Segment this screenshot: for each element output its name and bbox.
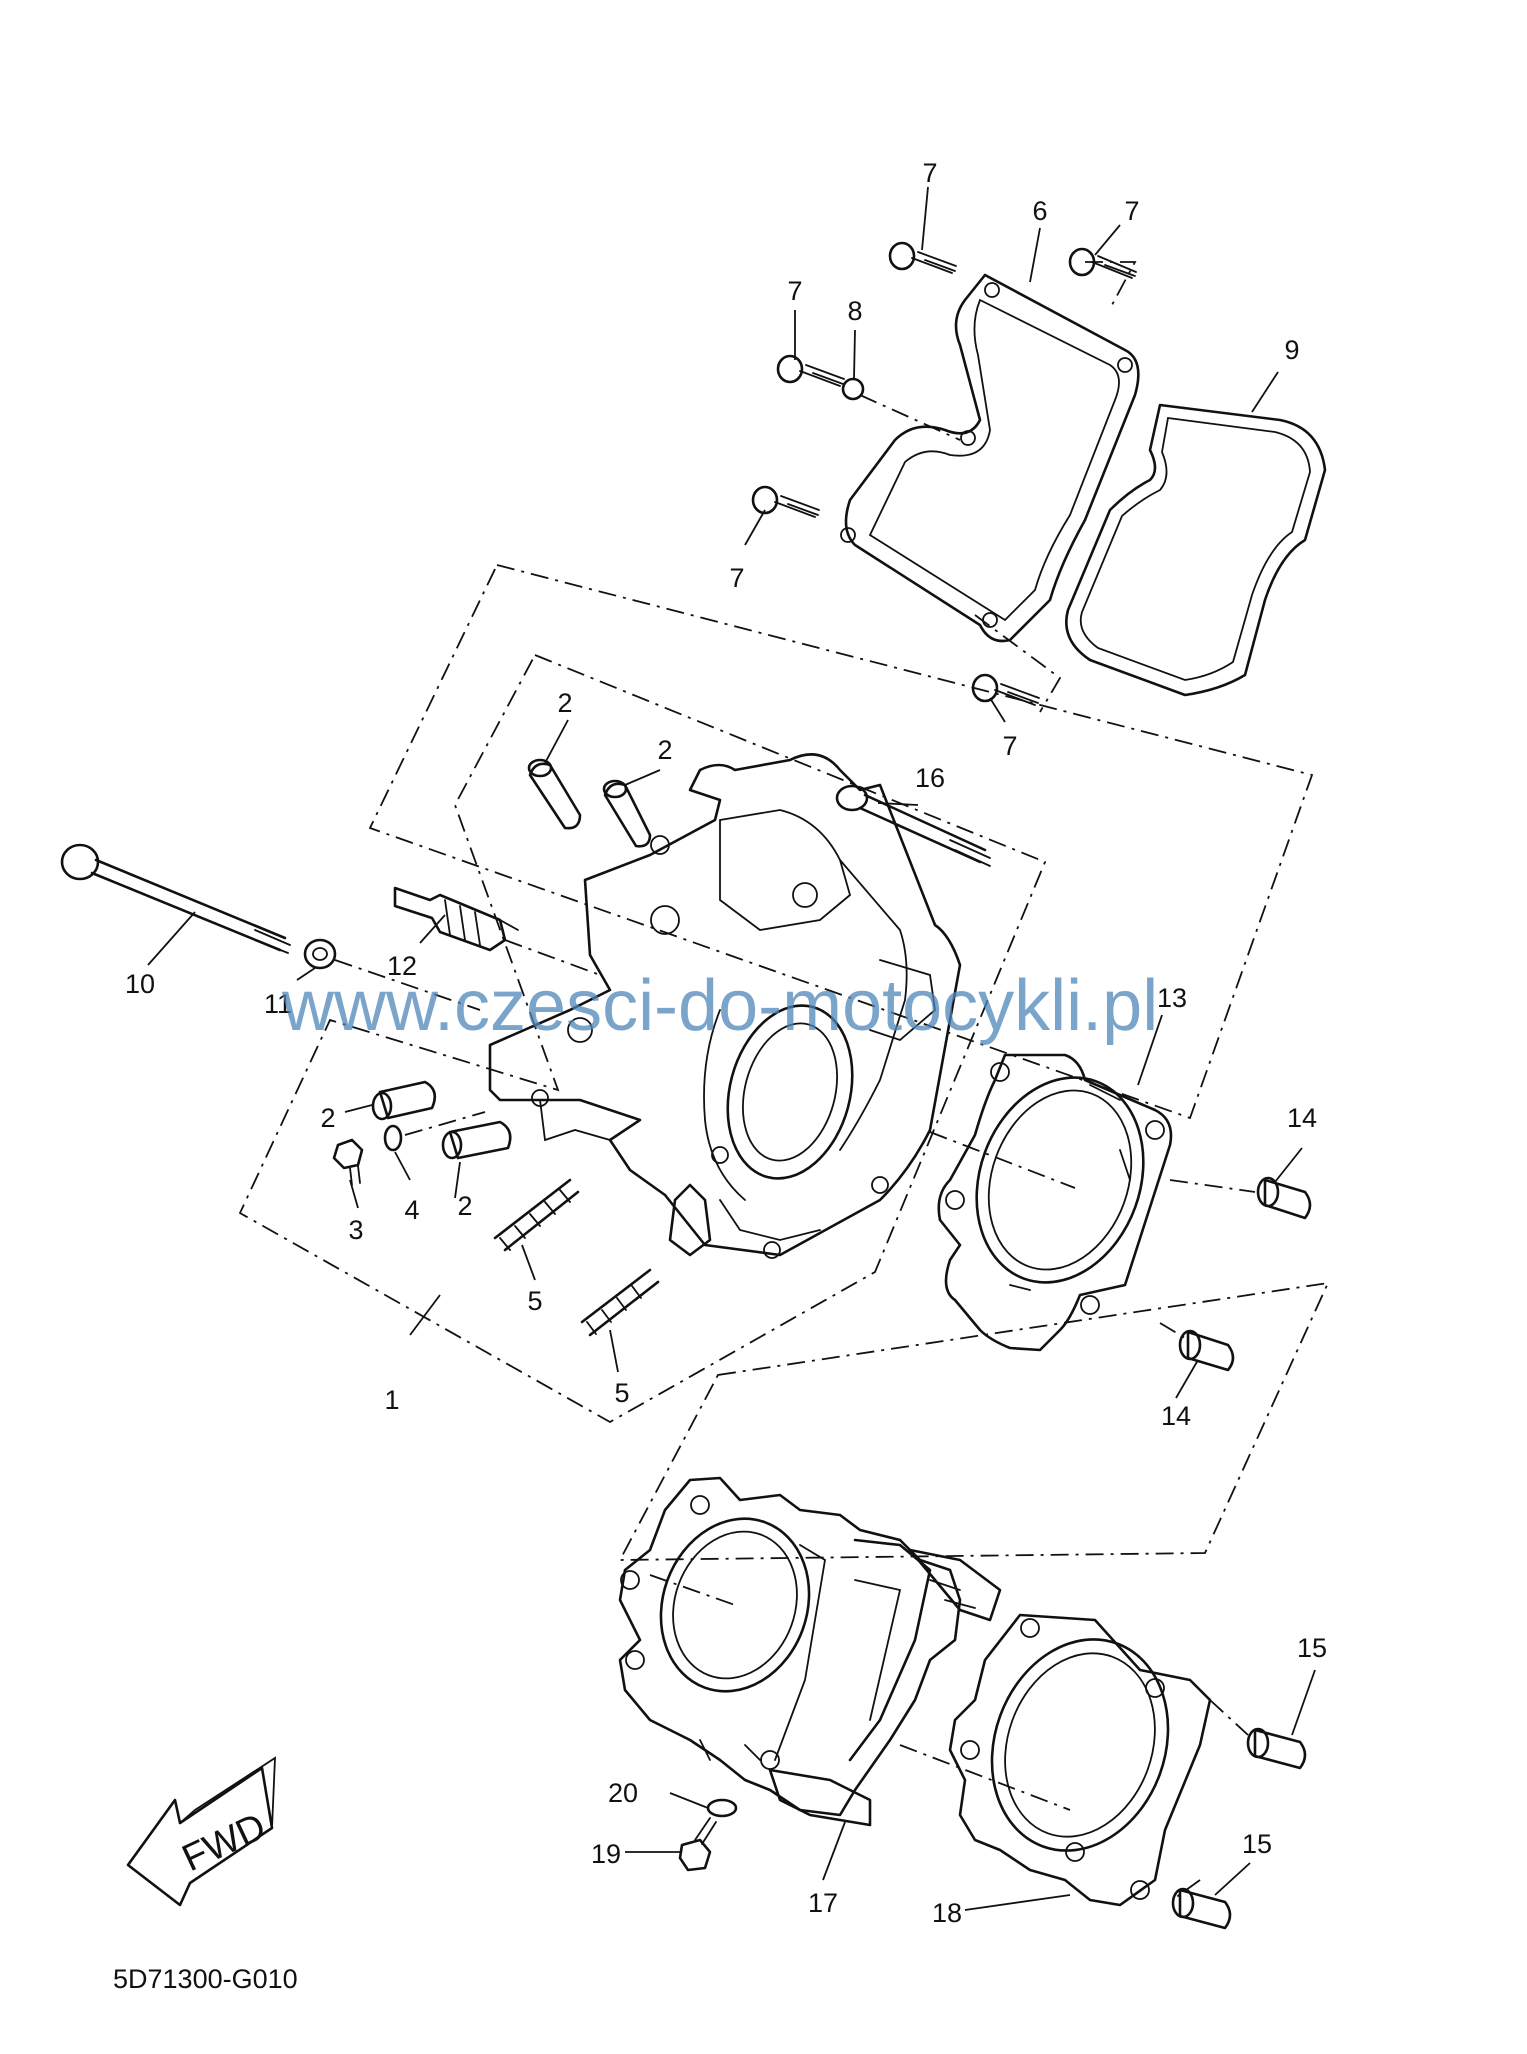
bolt-3 [332, 1138, 364, 1186]
bolt-7-bottom [971, 673, 1040, 706]
dowel-15-upper [1246, 1727, 1307, 1770]
cover-bolt-guide [974, 614, 1062, 713]
bolt-19 [678, 1817, 717, 1872]
bolt-10 [60, 843, 291, 954]
callout-14: 14 [1287, 1103, 1317, 1133]
callout-15: 15 [1297, 1633, 1327, 1663]
dowel-guide-2 [1159, 1322, 1186, 1339]
bolt-16 [835, 784, 991, 867]
callout-14: 14 [1161, 1401, 1191, 1431]
callout-7: 7 [922, 158, 937, 188]
callout-5: 5 [614, 1378, 629, 1408]
plug-guide [504, 939, 601, 976]
callout-2: 2 [657, 735, 672, 765]
stud-5-upper [493, 1178, 580, 1252]
callout-2: 2 [320, 1103, 335, 1133]
dowel-15-lower [1171, 1887, 1232, 1930]
bolt-7-left [776, 354, 845, 387]
head-assembly-outline [368, 563, 1314, 1120]
bolt-10-guide [334, 959, 481, 1011]
washer-guide [404, 1111, 486, 1136]
head-centerline [929, 1131, 1076, 1189]
dowel-14-upper [1256, 1176, 1312, 1220]
gasket-to-block [649, 1574, 736, 1606]
callout-2: 2 [457, 1191, 472, 1221]
cover-gasket [1065, 403, 1327, 697]
dowel-2-a [527, 758, 582, 830]
callout-8: 8 [847, 296, 862, 326]
washer-11 [303, 938, 337, 970]
bolt-7-top [888, 241, 957, 274]
callout-7: 7 [1002, 731, 1017, 761]
gasket-outline [618, 1281, 1330, 1561]
diagram-code: 5D71300-G010 [113, 1964, 298, 1994]
dowel-14-lower [1178, 1329, 1235, 1372]
cylinder-head-outline [238, 653, 1047, 1424]
callout-2: 2 [557, 688, 572, 718]
callout-5: 5 [527, 1286, 542, 1316]
washer-8 [841, 377, 865, 401]
fwd-arrow: FWD [126, 1756, 276, 1907]
dowel-guide-3 [1209, 1699, 1249, 1736]
cover-washer-guide [859, 394, 961, 441]
callout-1: 1 [384, 1385, 399, 1415]
callout-7: 7 [787, 276, 802, 306]
callout-3: 3 [348, 1215, 363, 1245]
callout-15: 15 [1242, 1829, 1272, 1859]
callout-7: 7 [1124, 196, 1139, 226]
callout-12: 12 [387, 951, 417, 981]
dowel-2-d [441, 1120, 512, 1160]
callout-6: 6 [1032, 196, 1047, 226]
dowel-guide-4 [1174, 1879, 1201, 1899]
callout-7: 7 [729, 563, 744, 593]
callout-13: 13 [1157, 983, 1187, 1013]
valve-cover [840, 273, 1140, 643]
callout-18: 18 [932, 1898, 962, 1928]
cover-guide-top [1085, 261, 1137, 306]
stud-5-lower [580, 1268, 660, 1337]
washer-20 [706, 1798, 738, 1818]
bolt-7-upper-right [1068, 247, 1137, 279]
callout-17: 17 [808, 1888, 838, 1918]
cylinder-block-17 [618, 1476, 1002, 1827]
bolt-7-mid-left [751, 485, 820, 518]
leader-lines [147, 186, 1316, 1911]
block-to-base [899, 1744, 1071, 1811]
washer-4 [383, 1124, 403, 1152]
spark-plug-12 [393, 886, 519, 952]
cover-gasket-inner [1079, 416, 1311, 681]
callout-4: 4 [404, 1195, 419, 1225]
callout-16: 16 [915, 763, 945, 793]
base-gasket-18 [948, 1613, 1212, 1907]
callout-10: 10 [125, 969, 155, 999]
callout-19: 19 [591, 1839, 621, 1869]
cylinder-head [488, 753, 962, 1259]
watermark: www.czesci-do-motocykli.pl [281, 966, 1158, 1046]
callout-9: 9 [1284, 335, 1299, 365]
dowel-2-b [602, 779, 652, 848]
dowel-2-c [371, 1080, 437, 1121]
callout-20: 20 [608, 1778, 638, 1808]
callout-11: 11 [264, 989, 292, 1019]
dowel-guide-1 [1169, 1179, 1256, 1193]
